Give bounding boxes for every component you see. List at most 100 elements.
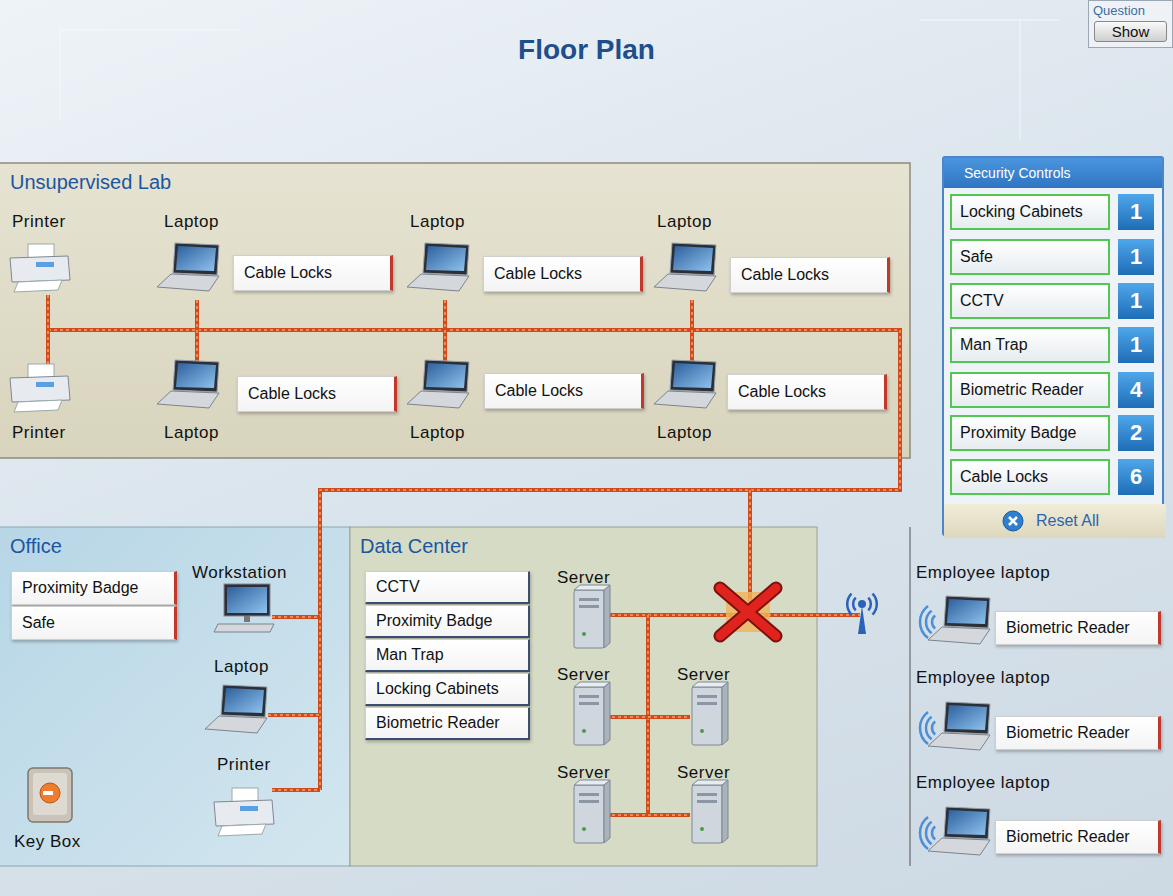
device-label: Printer bbox=[12, 212, 66, 232]
server-icon bbox=[692, 682, 728, 745]
laptop-icon bbox=[928, 596, 990, 644]
server-icon bbox=[574, 585, 610, 648]
control-tag: Proximity Badge bbox=[11, 571, 177, 605]
control-tag: Man Trap bbox=[365, 639, 530, 672]
controls-panel: Security ControlsLocking Cabinets1Safe1C… bbox=[942, 156, 1164, 536]
control-item: Cable Locks6 bbox=[950, 459, 1156, 495]
control-label: Locking Cabinets bbox=[376, 680, 499, 698]
device-label: Laptop bbox=[214, 657, 269, 677]
server-icon bbox=[574, 780, 610, 843]
control-name: CCTV bbox=[950, 283, 1110, 319]
control-tag: Safe bbox=[11, 606, 177, 640]
device-label: Laptop bbox=[164, 423, 219, 443]
server-icon bbox=[574, 682, 610, 745]
control-name: Locking Cabinets bbox=[950, 194, 1110, 230]
device-label: Laptop bbox=[657, 212, 712, 232]
page-title: Floor Plan bbox=[0, 34, 1173, 66]
control-item: Safe1 bbox=[950, 239, 1156, 275]
laptop-icon bbox=[407, 360, 469, 408]
broken-link-mark bbox=[720, 588, 776, 636]
device-label: Employee laptop bbox=[916, 668, 1050, 688]
room-region: OfficeProximity BadgeSafe bbox=[0, 527, 350, 866]
device-label: Workstation bbox=[192, 563, 287, 583]
control-count: 1 bbox=[1118, 283, 1154, 319]
device-label: Laptop bbox=[657, 423, 712, 443]
control-tag: Cable Locks bbox=[233, 255, 393, 291]
control-tag: Cable Locks bbox=[730, 257, 890, 293]
control-tag: CCTV bbox=[365, 571, 530, 604]
control-count: 6 bbox=[1118, 459, 1154, 495]
control-name: Biometric Reader bbox=[950, 372, 1110, 408]
control-tag: Cable Locks bbox=[237, 376, 397, 412]
device-label: Employee laptop bbox=[916, 563, 1050, 583]
device-label: Server bbox=[677, 665, 730, 685]
lab-floor bbox=[0, 163, 910, 458]
control-name: Man Trap bbox=[950, 327, 1110, 363]
laptop-icon bbox=[407, 243, 469, 291]
device-label: Key Box bbox=[14, 832, 81, 852]
workstation-icon bbox=[214, 584, 274, 632]
control-count: 2 bbox=[1118, 415, 1154, 451]
control-label: Biometric Reader bbox=[1006, 619, 1130, 637]
wall-line bbox=[910, 527, 911, 866]
control-item: Biometric Reader4 bbox=[950, 372, 1156, 408]
section-heading: Data Center bbox=[350, 527, 478, 566]
reset-icon bbox=[1002, 510, 1024, 532]
section-heading: Office bbox=[0, 527, 72, 566]
laptop-icon bbox=[654, 360, 716, 408]
datacenter-floor bbox=[350, 527, 817, 866]
control-tag: Biometric Reader bbox=[995, 820, 1161, 854]
device-label: Employee laptop bbox=[916, 773, 1050, 793]
control-count: 1 bbox=[1118, 194, 1154, 230]
laptop-icon bbox=[928, 807, 990, 855]
question-box: QuestionShow bbox=[1088, 0, 1173, 48]
control-label: Biometric Reader bbox=[376, 714, 500, 732]
network-cabling bbox=[48, 295, 900, 815]
control-label: Cable Locks bbox=[495, 382, 583, 400]
laptop-icon bbox=[205, 685, 267, 733]
device-label: Laptop bbox=[410, 423, 465, 443]
control-tag: Cable Locks bbox=[484, 373, 644, 409]
control-label: Safe bbox=[22, 614, 55, 632]
printer-icon bbox=[214, 788, 274, 836]
control-label: Biometric Reader bbox=[1006, 724, 1130, 742]
control-name: Cable Locks bbox=[950, 459, 1110, 495]
control-item: Proximity Badge2 bbox=[950, 415, 1156, 451]
device-label: Printer bbox=[12, 423, 66, 443]
key-box-icon bbox=[28, 768, 72, 822]
control-label: Cable Locks bbox=[494, 265, 582, 283]
control-label: Cable Locks bbox=[741, 266, 829, 284]
control-name: Proximity Badge bbox=[950, 415, 1110, 451]
reset-label: Reset All bbox=[1036, 512, 1099, 530]
control-count: 1 bbox=[1118, 327, 1154, 363]
control-count: 4 bbox=[1118, 372, 1154, 408]
control-tag: Locking Cabinets bbox=[365, 673, 530, 706]
question-label: Question bbox=[1089, 1, 1172, 20]
control-label: Cable Locks bbox=[244, 264, 332, 282]
wifi-waves bbox=[920, 817, 935, 849]
device-label: Laptop bbox=[410, 212, 465, 232]
device-label: Server bbox=[677, 763, 730, 783]
section-heading: Security Controls bbox=[944, 158, 1162, 188]
room-region: Unsupervised LabCable LocksCable LocksCa… bbox=[0, 163, 910, 458]
control-label: Cable Locks bbox=[738, 383, 826, 401]
control-label: Proximity Badge bbox=[22, 579, 139, 597]
section-heading: Unsupervised Lab bbox=[0, 163, 181, 202]
server-icon bbox=[692, 780, 728, 843]
laptop-icon bbox=[654, 243, 716, 291]
laptop-icon bbox=[157, 360, 219, 408]
printer-icon bbox=[10, 364, 70, 412]
control-label: Proximity Badge bbox=[376, 612, 493, 630]
control-tag: Biometric Reader bbox=[995, 611, 1161, 645]
device-label: Laptop bbox=[164, 212, 219, 232]
reset-button: Reset All bbox=[944, 504, 1166, 538]
wifi-waves bbox=[920, 712, 935, 744]
show-button: Show bbox=[1094, 21, 1167, 42]
control-tag: Biometric Reader bbox=[995, 716, 1161, 750]
device-icons bbox=[10, 243, 990, 855]
laptop-icon bbox=[157, 243, 219, 291]
office-floor bbox=[0, 527, 350, 866]
device-label: Server bbox=[557, 568, 610, 588]
device-label: Printer bbox=[217, 755, 271, 775]
control-item: CCTV1 bbox=[950, 283, 1156, 319]
